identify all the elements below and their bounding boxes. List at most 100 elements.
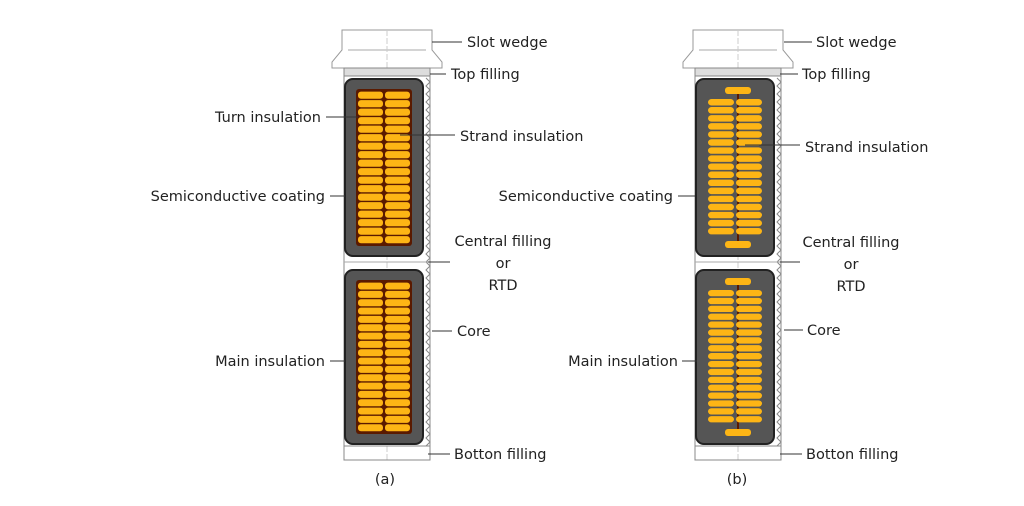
strand (385, 159, 410, 167)
strand (385, 219, 410, 227)
main-insulation (695, 269, 775, 445)
strand (385, 210, 410, 218)
strand (736, 392, 762, 399)
strand (358, 315, 383, 323)
label-bottom-filling: Botton filling (454, 447, 546, 463)
strand (385, 193, 410, 201)
strand (736, 171, 762, 178)
strand (385, 324, 410, 332)
strand (708, 123, 734, 130)
strand (358, 117, 383, 125)
strand (358, 185, 383, 193)
strand (708, 360, 734, 368)
strand (736, 123, 762, 130)
strand (736, 195, 762, 203)
strand (736, 155, 762, 162)
strand (708, 290, 734, 297)
strand (708, 203, 734, 211)
strand (708, 147, 734, 154)
strand (358, 125, 383, 133)
strand (358, 219, 383, 227)
strand (708, 187, 734, 195)
strand (385, 142, 410, 150)
label-strand-insulation: Strand insulation (805, 140, 928, 156)
end-strand (725, 278, 751, 285)
caption-a: (a) (375, 472, 395, 488)
strand (736, 99, 762, 106)
strand (736, 408, 762, 415)
strand (385, 236, 410, 244)
strand (385, 100, 410, 108)
strand (385, 415, 410, 423)
strand (385, 151, 410, 159)
strand (385, 374, 410, 382)
end-strand (725, 241, 751, 248)
strand (736, 400, 762, 407)
strand (736, 115, 762, 122)
strand (708, 392, 734, 399)
strand (385, 365, 410, 373)
strand (736, 376, 762, 383)
strand (708, 408, 734, 415)
strand (385, 91, 410, 99)
strand (736, 211, 762, 219)
strand (358, 349, 383, 357)
strand (385, 134, 410, 142)
strand (358, 307, 383, 315)
strand (708, 99, 734, 106)
strand (385, 424, 410, 432)
strand (358, 415, 383, 423)
strand (708, 219, 734, 227)
strand (708, 353, 734, 360)
strand (358, 108, 383, 116)
strand (358, 299, 383, 307)
strand (385, 399, 410, 407)
strand (358, 227, 383, 235)
strand (358, 374, 383, 382)
strand (385, 332, 410, 340)
label-core: Core (807, 323, 841, 339)
strand (358, 176, 383, 184)
strand (736, 163, 762, 170)
strand (385, 307, 410, 315)
strand (736, 368, 762, 376)
strand (385, 315, 410, 323)
strand (385, 340, 410, 348)
strand (708, 376, 734, 383)
strand (385, 290, 410, 298)
strand (385, 185, 410, 193)
label-slot-wedge: Slot wedge (467, 35, 548, 51)
label-semiconductive-coating: Semiconductive coating (151, 189, 325, 205)
main-insulation (695, 78, 775, 257)
strand (708, 131, 734, 138)
strand (358, 100, 383, 108)
label-main-insulation: Main insulation (215, 354, 325, 370)
strand (708, 337, 734, 344)
strand (358, 332, 383, 340)
top-filling (343, 67, 431, 77)
strand (358, 134, 383, 142)
strand (708, 416, 734, 423)
strand (385, 168, 410, 176)
strand (708, 384, 734, 391)
strand (736, 416, 762, 423)
strand (358, 365, 383, 373)
strand (736, 329, 762, 336)
strand (385, 349, 410, 357)
label-main-insulation: Main insulation (568, 354, 678, 370)
slot-outline (343, 75, 431, 461)
strand (358, 424, 383, 432)
label-core: Core (457, 324, 491, 340)
strand (358, 382, 383, 390)
strand (736, 384, 762, 391)
caption-b: (b) (727, 472, 748, 488)
strand (708, 107, 734, 114)
strand (385, 390, 410, 398)
strand (708, 179, 734, 187)
strand (385, 299, 410, 307)
strand (708, 163, 734, 170)
end-strand (725, 429, 751, 436)
strand (736, 337, 762, 344)
label-central-filling: Central filling (454, 234, 551, 250)
